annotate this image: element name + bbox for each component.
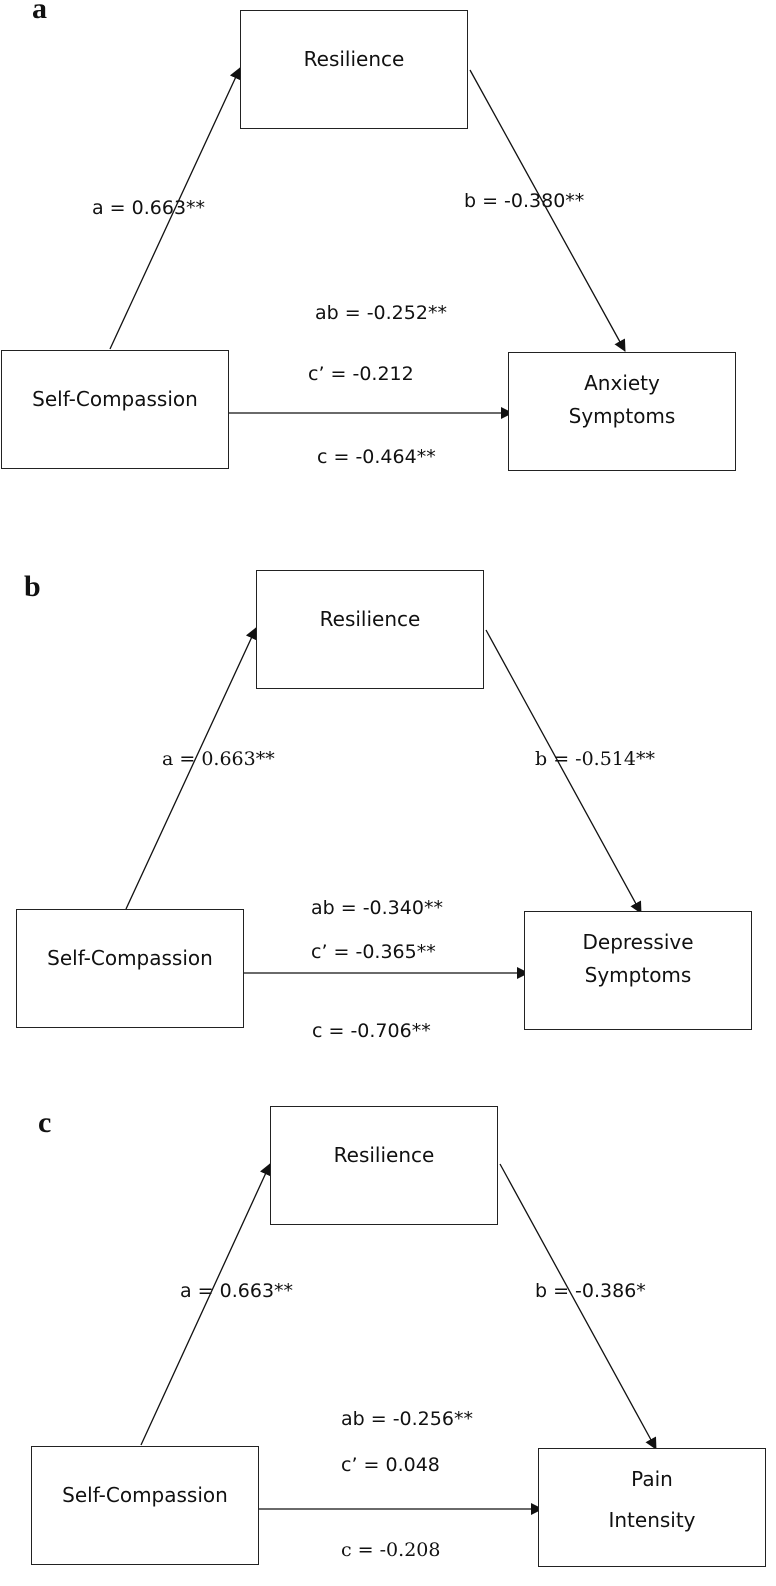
path-ab-label: ab = -0.252** [315, 302, 447, 324]
panel-a: a Resilience Self-Compassion Anxiety Sym… [0, 0, 776, 500]
path-c-prime-label: c’ = -0.212 [308, 363, 414, 385]
outcome-box: Pain Intensity [538, 1448, 766, 1567]
outcome-label-line1: Depressive [582, 930, 694, 954]
outcome-box: Anxiety Symptoms [508, 352, 736, 471]
panel-b-arrows [125, 627, 642, 979]
arrow-b-path [469, 69, 626, 352]
predictor-box: Self-Compassion [16, 909, 244, 1028]
outcome-label-line1: Pain [631, 1467, 673, 1491]
predictor-box: Self-Compassion [31, 1446, 259, 1565]
panel-c-arrows [140, 1163, 657, 1515]
outcome-label-line2: Symptoms [584, 963, 692, 987]
path-b-label: b = -0.514** [535, 748, 655, 770]
path-c-label: c = -0.706** [312, 1020, 431, 1042]
mediator-box: Resilience [240, 10, 468, 129]
arrow-a-path [125, 627, 257, 910]
predictor-box: Self-Compassion [1, 350, 229, 469]
predictor-label: Self-Compassion [32, 387, 198, 411]
path-c-prime-label: c’ = -0.365** [311, 941, 436, 963]
path-a-label: a = 0.663** [180, 1280, 294, 1302]
path-ab-label: ab = -0.256** [341, 1408, 473, 1430]
path-b-label: b = -0.386* [535, 1280, 646, 1302]
outcome-box: Depressive Symptoms [524, 911, 752, 1030]
outcome-label-line2: Intensity [608, 1508, 696, 1532]
mediator-label: Resilience [333, 1143, 435, 1167]
path-a-label: a = 0.663** [92, 197, 206, 219]
mediator-label: Resilience [319, 607, 421, 631]
panel-b: b Resilience Self-Compassion Depressive … [0, 560, 776, 1060]
panel-letter: a [32, 0, 47, 25]
path-b-label: b = -0.380** [464, 190, 585, 212]
path-a-label: a = 0.663** [162, 748, 275, 770]
panel-c: c Resilience Self-Compassion Pain Intens… [0, 1096, 776, 1586]
path-c-label: c = -0.464** [317, 446, 436, 468]
panel-letter: b [24, 570, 41, 603]
mediator-box: Resilience [270, 1106, 498, 1225]
predictor-label: Self-Compassion [47, 946, 213, 970]
panel-a-arrows [109, 67, 626, 419]
outcome-label-line1: Anxiety [584, 371, 660, 395]
mediator-box: Resilience [256, 570, 484, 689]
outcome-label-line2: Symptoms [568, 404, 676, 428]
path-c-label: c = -0.208 [341, 1539, 441, 1561]
arrow-a-path [109, 67, 241, 350]
arrow-b-path [499, 1163, 657, 1450]
panel-letter: c [38, 1106, 52, 1139]
mediator-label: Resilience [303, 47, 405, 71]
predictor-label: Self-Compassion [62, 1483, 228, 1507]
path-ab-label: ab = -0.340** [311, 897, 443, 919]
arrow-a-path [140, 1163, 271, 1446]
path-c-prime-label: c’ = 0.048 [341, 1454, 440, 1476]
arrow-b-path [485, 629, 642, 914]
